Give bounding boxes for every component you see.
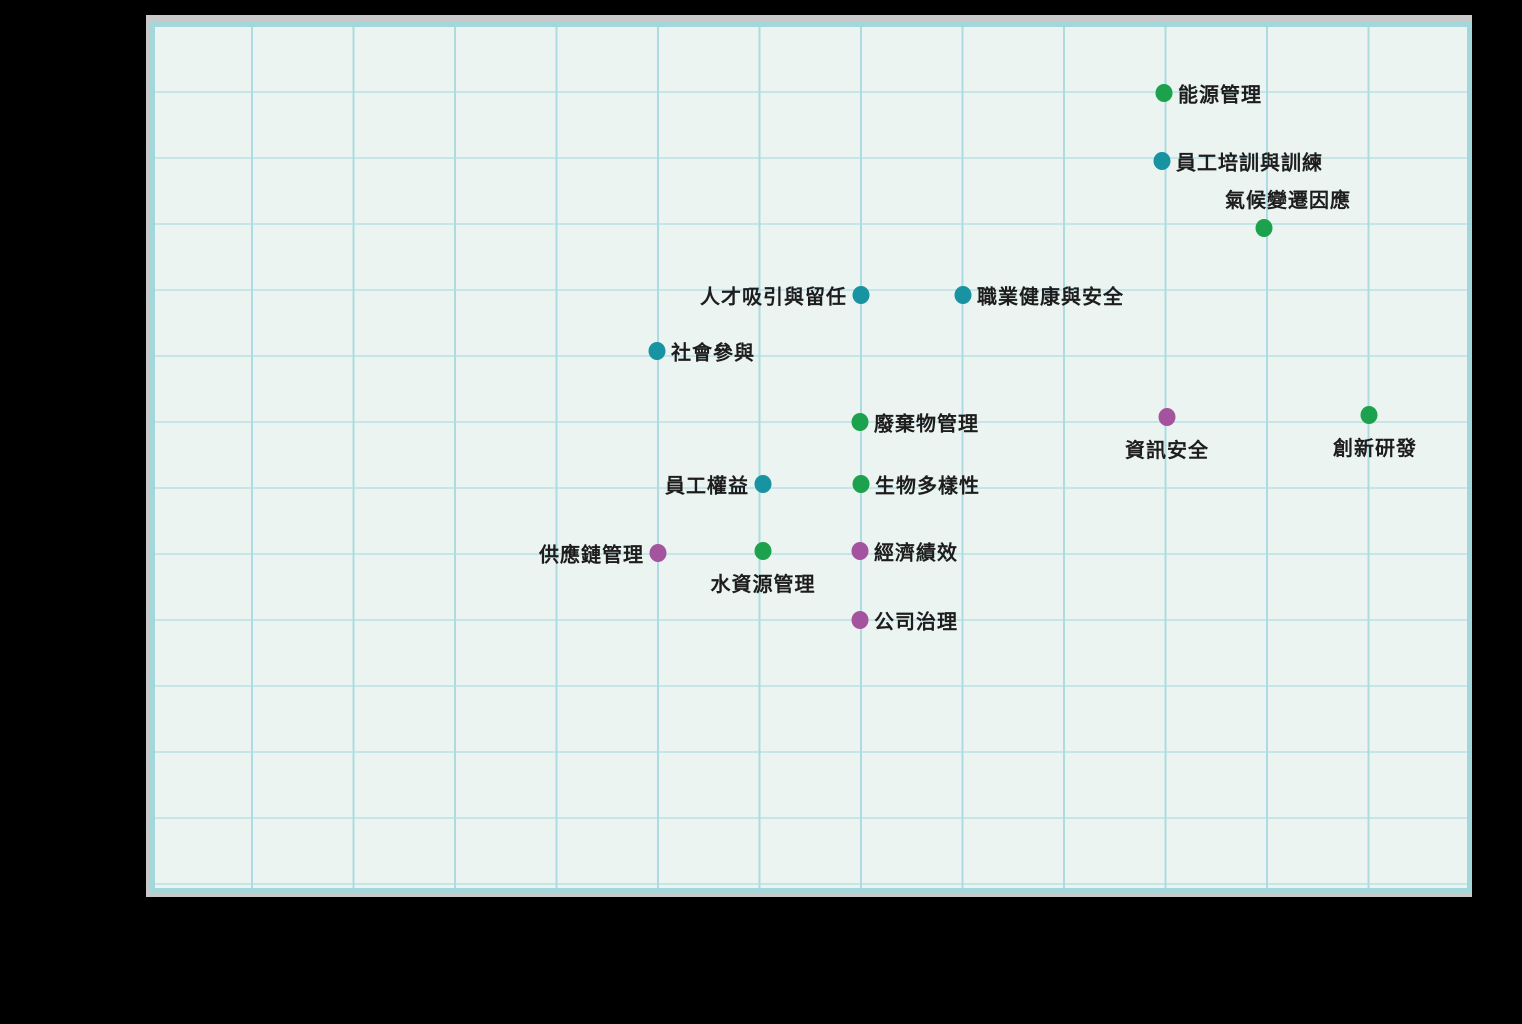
point-label: 資訊安全 bbox=[1125, 438, 1209, 462]
scatter-dot-icon bbox=[1360, 406, 1378, 424]
scatter-dot-icon bbox=[1255, 219, 1273, 237]
point-label: 水資源管理 bbox=[710, 572, 816, 596]
scatter-dot-icon bbox=[1153, 152, 1171, 170]
chart-frame: 能源管理員工培訓與訓練氣候變遷因應人才吸引與留任 職業健康與安全社會參與廢棄物管理… bbox=[146, 15, 1472, 897]
scatter-dot-icon bbox=[851, 611, 869, 629]
point-label: 員工權益 bbox=[665, 473, 749, 498]
point-label: 能源管理 bbox=[1178, 82, 1262, 107]
scatter-dot-icon bbox=[754, 475, 772, 493]
scatter-points-layer: 能源管理員工培訓與訓練氣候變遷因應人才吸引與留任 職業健康與安全社會參與廢棄物管理… bbox=[155, 27, 1467, 888]
point-label: 供應鏈管理 bbox=[539, 542, 644, 567]
point-label: 生物多樣性 bbox=[875, 473, 980, 498]
scatter-dot-icon bbox=[754, 542, 772, 560]
scatter-plot-area: 能源管理員工培訓與訓練氣候變遷因應人才吸引與留任 職業健康與安全社會參與廢棄物管理… bbox=[150, 22, 1472, 893]
scatter-dot-icon bbox=[1155, 84, 1173, 102]
scatter-dot-icon bbox=[851, 542, 869, 560]
scatter-dot-icon bbox=[851, 413, 869, 431]
scatter-dot-icon bbox=[852, 286, 870, 304]
point-label: 公司治理 bbox=[874, 609, 958, 634]
point-label: 廢棄物管理 bbox=[874, 411, 979, 436]
point-label: 氣候變遷因應 bbox=[1225, 188, 1351, 212]
scatter-dot-icon bbox=[649, 544, 667, 562]
plot-gridlines bbox=[155, 27, 1467, 888]
point-label: 經濟績效 bbox=[874, 540, 958, 565]
scatter-dot-icon bbox=[648, 342, 666, 360]
point-label: 創新研發 bbox=[1333, 436, 1417, 460]
scatter-dot-icon bbox=[852, 475, 870, 493]
scatter-dot-icon bbox=[1158, 408, 1176, 426]
point-label: 員工培訓與訓練 bbox=[1176, 150, 1323, 175]
point-label: 職業健康與安全 bbox=[977, 284, 1124, 309]
scatter-dot-icon bbox=[954, 286, 972, 304]
point-label: 人才吸引與留任 bbox=[700, 284, 847, 309]
point-label: 社會參與 bbox=[671, 340, 755, 365]
